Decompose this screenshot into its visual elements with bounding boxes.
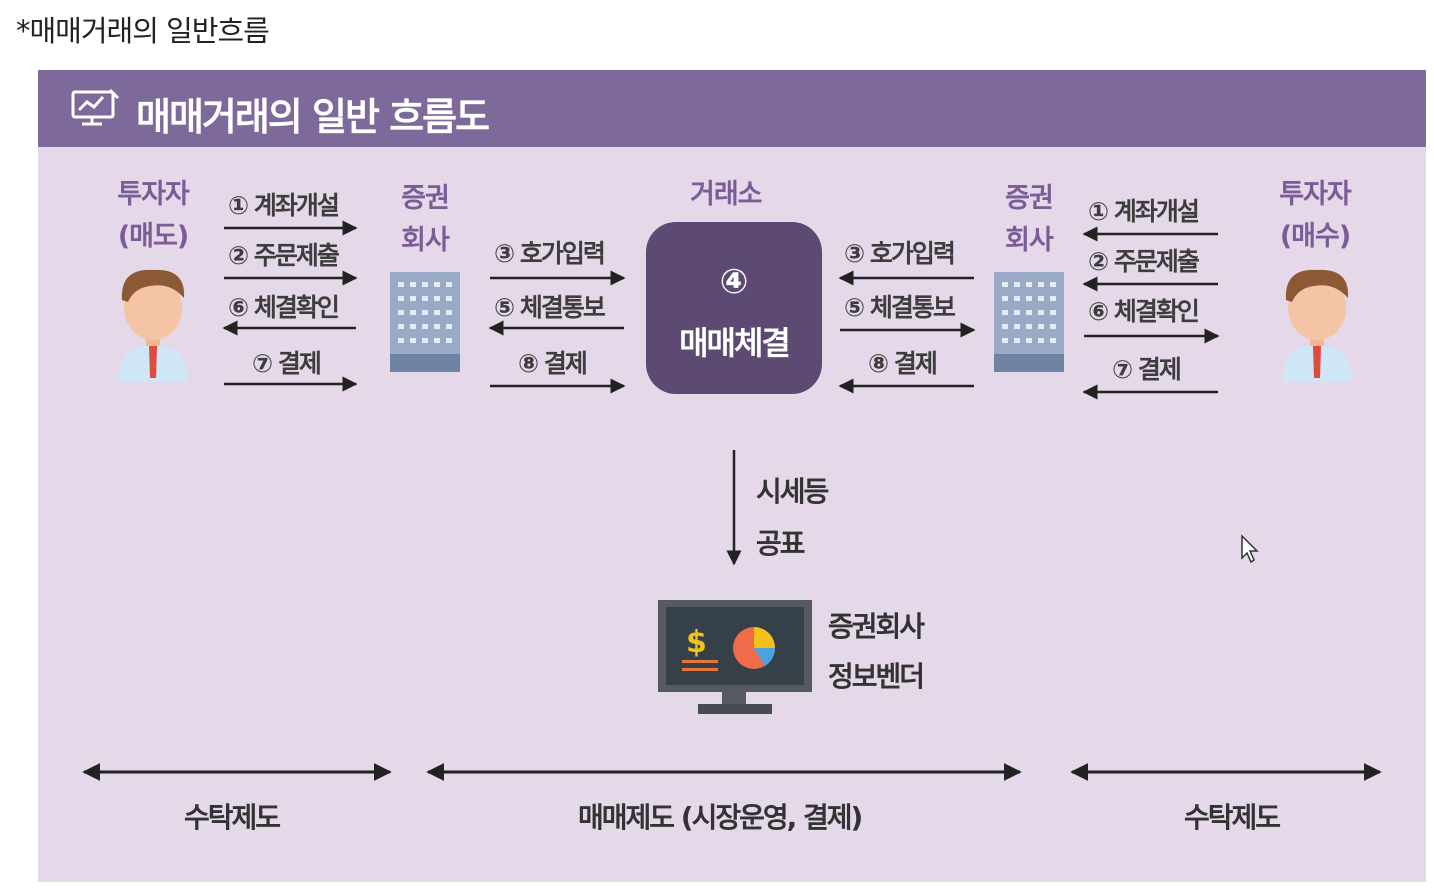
left-broker-exchange-arrows (488, 270, 626, 394)
right-step-1: ① 계좌개설 (1088, 197, 1200, 226)
right-step-6: ⑥ 체결확인 (1088, 297, 1200, 326)
buyer-person-icon (1282, 269, 1352, 382)
exchange-step-label: 매매체결 (679, 324, 791, 362)
panel-header: 매매거래의 일반 흐름도 (38, 70, 1426, 147)
page-caption: *매매거래의 일반흐름 (16, 14, 270, 48)
right-brokerage-building-icon (994, 272, 1064, 372)
left-step-1: ① 계좌개설 (228, 191, 340, 220)
seller-person-icon (118, 269, 188, 382)
left-step-3: ③ 호가입력 (494, 239, 606, 268)
exchange-step-number: ④ (719, 262, 749, 302)
header-title: 매매거래의 일반 흐름도 (136, 95, 490, 139)
right-step-2: ② 주문제출 (1088, 247, 1200, 276)
left-step-2: ② 주문제출 (228, 241, 340, 270)
right-broker-exchange-arrows (838, 270, 976, 394)
right-step-8: ⑧ 결제 (868, 349, 938, 378)
svg-text:$: $ (686, 625, 707, 660)
exchange-title: 거래소 (690, 179, 763, 210)
right-broker-investor-arrows (1082, 226, 1220, 400)
bottom-label-right: 수탁제도 (1184, 801, 1281, 834)
buyer-investor-label: 투자자 (매수) (1279, 179, 1352, 252)
right-step-3: ③ 호가입력 (844, 239, 956, 268)
monitor-dollar-piechart-icon: $ (658, 600, 812, 714)
vendor-label: 증권회사 정보벤더 (828, 610, 925, 693)
bottom-label-center: 매매제도 (시장운영, 결제) (578, 801, 863, 834)
left-step-8: ⑧ 결제 (518, 349, 588, 378)
seller-investor-label: 투자자 (매도) (117, 179, 190, 252)
exchange-box: ④ 매매체결 (646, 222, 822, 394)
left-step-7: ⑦ 결제 (252, 349, 322, 378)
left-brokerage-building-icon (390, 272, 460, 372)
right-step-5: ⑤ 체결통보 (844, 293, 956, 322)
chart-monitor-icon (71, 88, 120, 126)
diagram-graphics: $ (82, 220, 1382, 781)
mouse-cursor-icon (1241, 534, 1259, 564)
left-step-6: ⑥ 체결확인 (228, 293, 340, 322)
left-broker-label: 증권 회사 (401, 183, 450, 256)
left-investor-broker-arrows (222, 220, 358, 392)
publish-label: 시세등 공표 (756, 475, 829, 560)
diagram-panel: 매매거래의 일반 흐름도 (38, 70, 1426, 882)
bottom-label-left: 수탁제도 (184, 801, 281, 834)
right-broker-label: 증권 회사 (1005, 183, 1054, 256)
right-step-7: ⑦ 결제 (1112, 355, 1182, 384)
left-step-5: ⑤ 체결통보 (494, 293, 606, 322)
